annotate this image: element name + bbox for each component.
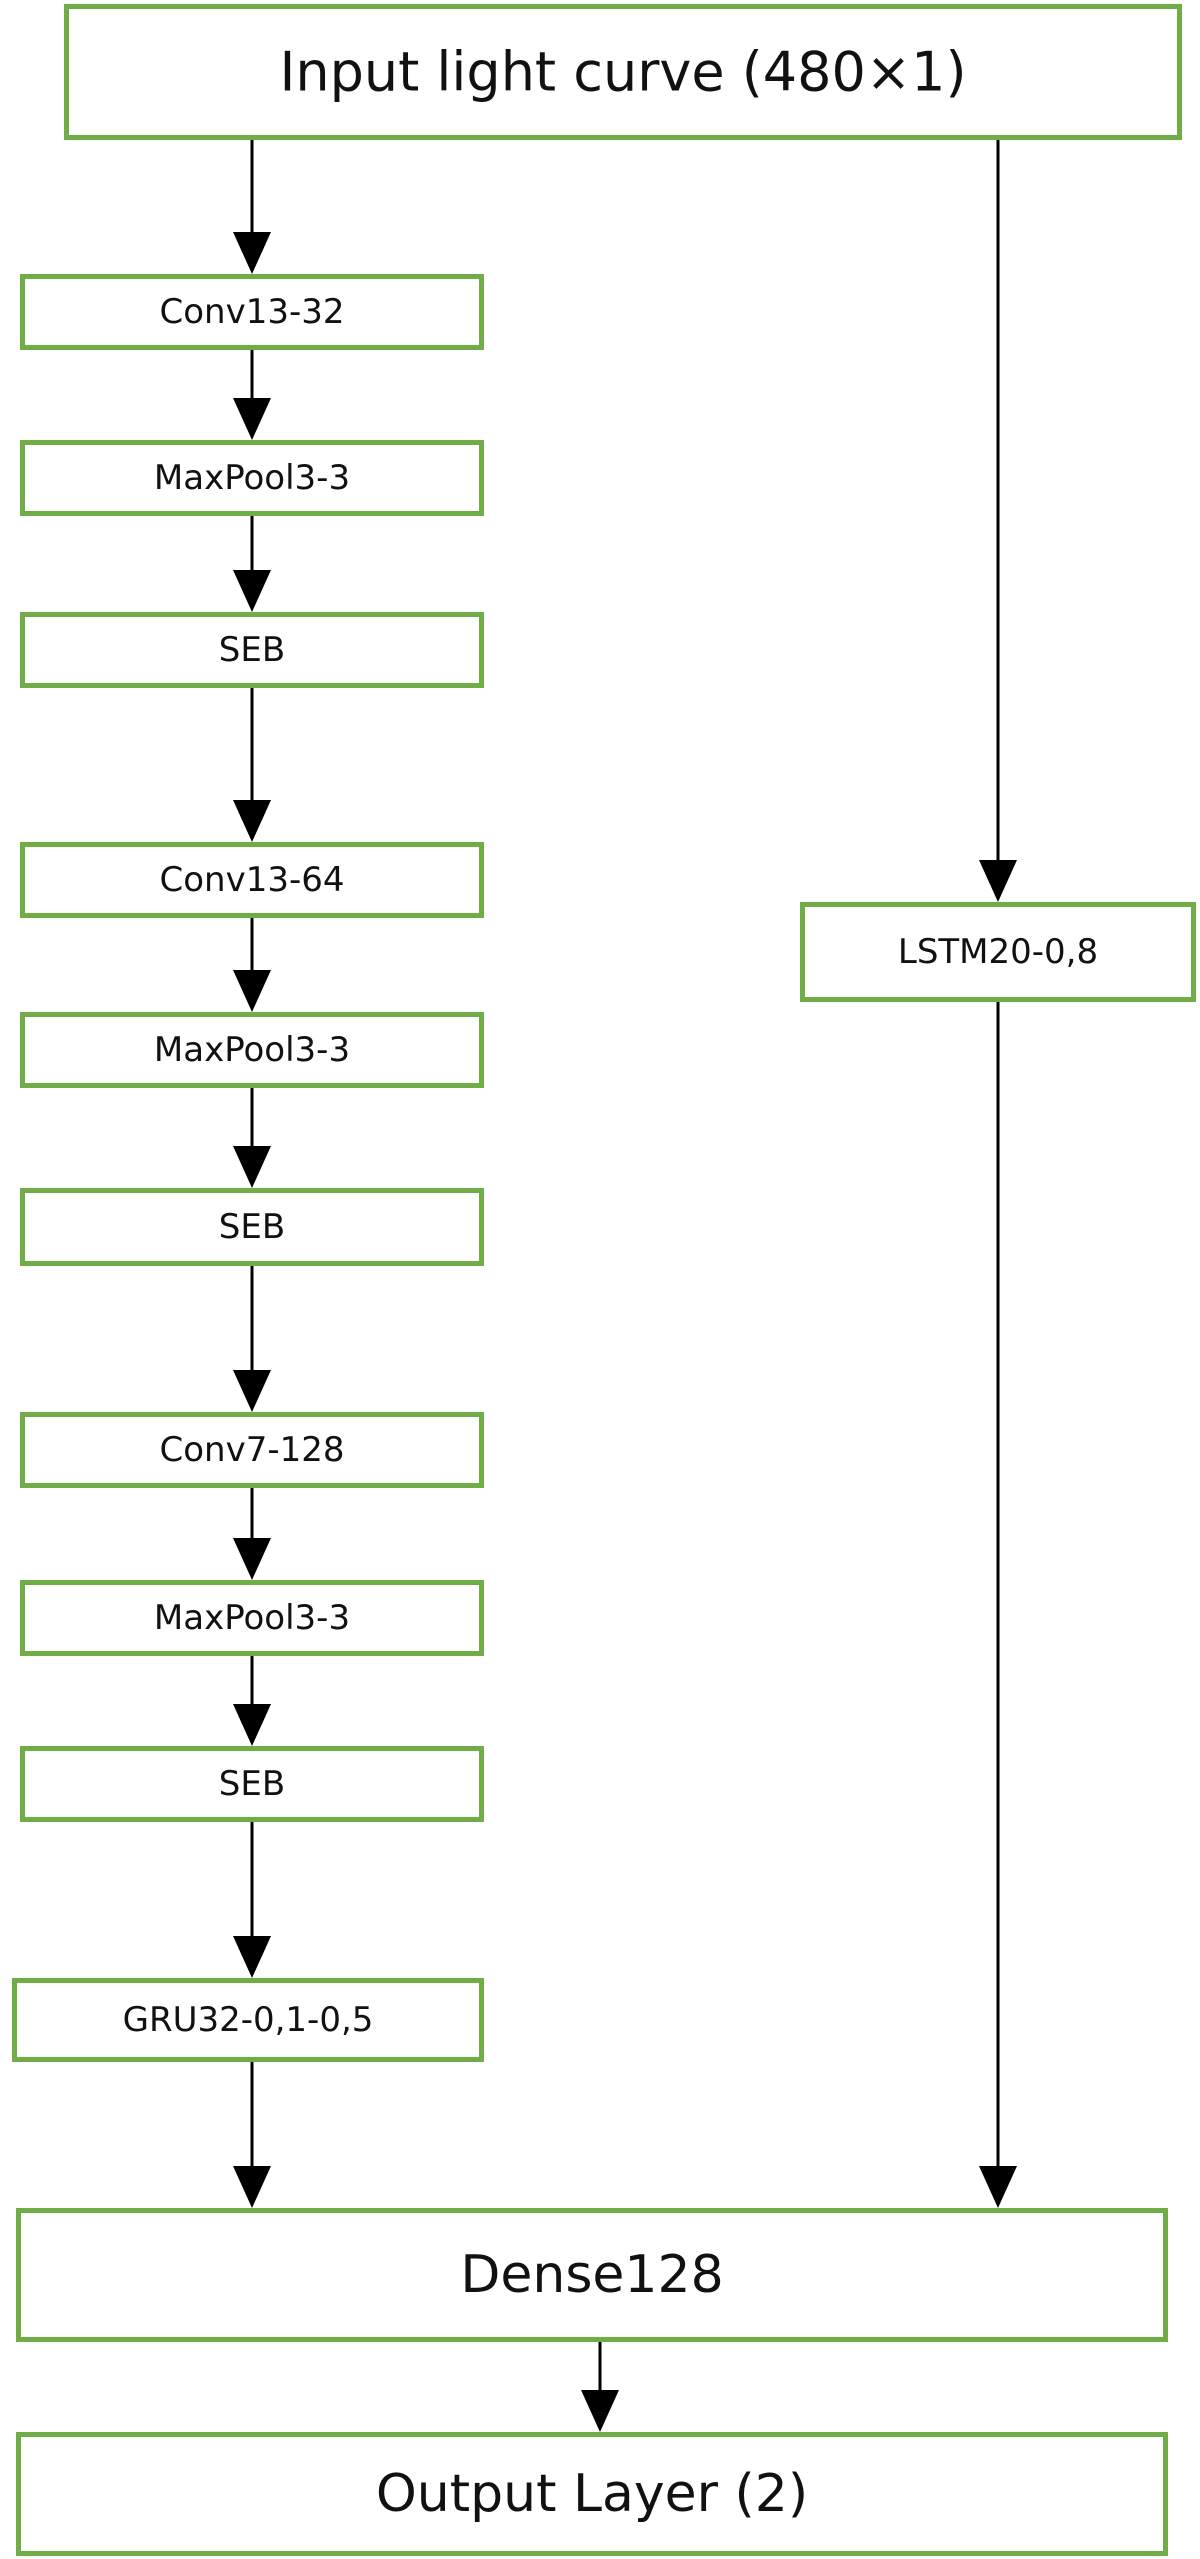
node-label: Output Layer (2) [376,2464,808,2524]
node-conv2: Conv13-64 [20,842,484,918]
arrow-head [233,398,271,440]
node-output: Output Layer (2) [16,2432,1168,2556]
node-label: Conv7-128 [159,1430,344,1470]
node-label: MaxPool3-3 [154,458,350,498]
node-label: LSTM20-0,8 [898,932,1098,972]
node-box [12,1978,484,2062]
arrow-head [233,1370,271,1412]
node-box [20,440,484,516]
node-box [16,2208,1168,2342]
node-conv1: Conv13-32 [20,274,484,350]
arrow-head [233,1146,271,1188]
node-label: MaxPool3-3 [154,1598,350,1638]
arrow-seb3-to-gru [233,1822,271,1978]
arrow-conv3-to-pool3 [233,1488,271,1580]
node-seb3: SEB [20,1746,484,1822]
arrow-input-to-lstm [979,140,1017,902]
arrow-head [233,232,271,274]
arrow-lstm-to-dense [979,1002,1017,2208]
node-label: Conv13-32 [159,292,344,332]
arrow-seb1-to-conv2 [233,688,271,842]
node-box [20,274,484,350]
node-box [20,1188,484,1266]
node-pool2: MaxPool3-3 [20,1012,484,1088]
node-conv3: Conv7-128 [20,1412,484,1488]
arrow-head [979,860,1017,902]
node-lstm: LSTM20-0,8 [800,902,1196,1002]
node-label: MaxPool3-3 [154,1030,350,1070]
arrow-pool3-to-seb3 [233,1656,271,1746]
arrow-head [233,970,271,1012]
nodes-layer: Input light curve (480×1) Conv13-32MaxPoo… [12,4,1196,2556]
node-label: GRU32-0,1-0,5 [123,2000,374,2040]
arrow-input-to-conv1 [233,140,271,274]
node-pool3: MaxPool3-3 [20,1580,484,1656]
node-dense: Dense128 [16,2208,1168,2342]
arrow-seb2-to-conv3 [233,1266,271,1412]
node-gru: GRU32-0,1-0,5 [12,1978,484,2062]
arrow-head [233,800,271,842]
node-label: SEB [219,1207,285,1247]
arrow-pool2-to-seb2 [233,1088,271,1188]
node-pool1: MaxPool3-3 [20,440,484,516]
arrow-head [233,1936,271,1978]
arrow-dense-to-output [581,2342,619,2432]
node-label: Conv13-64 [159,860,344,900]
arrow-conv1-to-pool1 [233,350,271,440]
arrow-conv2-to-pool2 [233,918,271,1012]
node-label: SEB [219,1764,285,1804]
node-box [20,1412,484,1488]
arrow-head [233,1538,271,1580]
arrow-head [581,2390,619,2432]
arrow-head [979,2166,1017,2208]
node-seb1: SEB [20,612,484,688]
node-seb2: SEB [20,1188,484,1266]
edges-layer [233,140,1017,2432]
node-label: Input light curve (480×1) [279,41,966,104]
node-box [20,1580,484,1656]
node-box [20,1746,484,1822]
node-label: Dense128 [460,2245,723,2305]
node-box [16,2432,1168,2556]
arrow-head [233,1704,271,1746]
arrow-head [233,2166,271,2208]
arrow-pool1-to-seb1 [233,516,271,612]
node-box [20,1012,484,1088]
node-input: Input light curve (480×1) [64,4,1182,140]
arrow-gru-to-dense [233,2062,271,2208]
node-box [800,902,1196,1002]
node-label: SEB [219,630,285,670]
node-box [20,612,484,688]
node-box [64,4,1182,140]
node-box [20,842,484,918]
arrow-head [233,570,271,612]
